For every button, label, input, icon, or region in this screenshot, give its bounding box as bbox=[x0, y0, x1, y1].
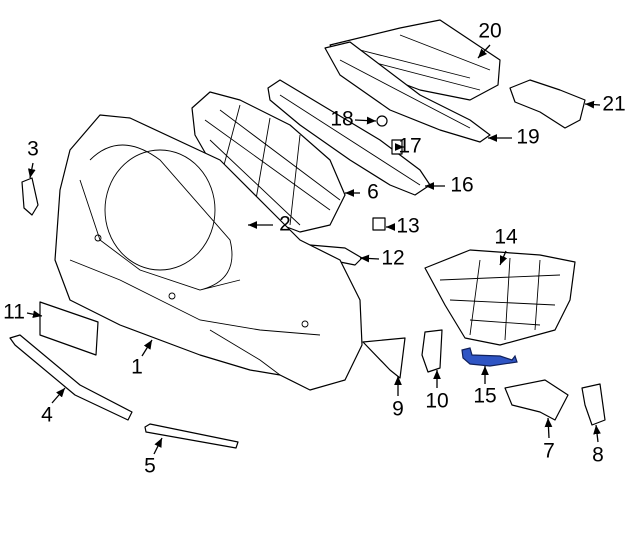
callout-9[interactable]: 9 bbox=[392, 398, 404, 421]
part-21-bracket[interactable] bbox=[509, 79, 586, 129]
callout-2[interactable]: 2 bbox=[279, 213, 291, 236]
callout-14[interactable]: 14 bbox=[494, 226, 518, 249]
callout-3[interactable]: 3 bbox=[27, 138, 39, 161]
callout-8[interactable]: 8 bbox=[592, 444, 604, 467]
part-10-trim[interactable] bbox=[421, 329, 443, 373]
part-15-bracket-highlighted[interactable] bbox=[461, 347, 518, 367]
callout-15[interactable]: 15 bbox=[473, 385, 496, 408]
part-3-bracket[interactable] bbox=[21, 177, 39, 216]
part-4-lower-strip[interactable] bbox=[9, 334, 133, 421]
callout-7[interactable]: 7 bbox=[543, 440, 555, 463]
part-7-trim[interactable] bbox=[504, 379, 569, 421]
callout-1[interactable]: 1 bbox=[131, 356, 143, 379]
callout-10[interactable]: 10 bbox=[425, 390, 448, 413]
callout-13[interactable]: 13 bbox=[396, 215, 419, 238]
callout-21[interactable]: 21 bbox=[602, 93, 625, 116]
part-16-support[interactable] bbox=[267, 79, 431, 196]
callout-18[interactable]: 18 bbox=[330, 108, 353, 131]
part-11-license-plate-bracket[interactable] bbox=[39, 301, 99, 356]
callout-6[interactable]: 6 bbox=[367, 181, 379, 204]
part-18-clip[interactable] bbox=[376, 115, 388, 127]
part-9-trim[interactable] bbox=[362, 337, 406, 379]
callout-16[interactable]: 16 bbox=[450, 174, 473, 197]
part-8-trim[interactable] bbox=[581, 383, 606, 426]
callout-20[interactable]: 20 bbox=[478, 20, 501, 43]
part-5-trim-strip[interactable] bbox=[144, 423, 239, 449]
leader-lines bbox=[26, 44, 601, 455]
part-1-bumper-cover[interactable] bbox=[54, 114, 363, 391]
callout-5[interactable]: 5 bbox=[144, 455, 156, 478]
callout-12[interactable]: 12 bbox=[381, 247, 404, 270]
callout-4[interactable]: 4 bbox=[41, 404, 53, 427]
callout-19[interactable]: 19 bbox=[516, 126, 539, 149]
callout-11[interactable]: 11 bbox=[3, 301, 25, 324]
callout-17[interactable]: 17 bbox=[398, 135, 421, 158]
part-13-clip[interactable] bbox=[372, 217, 386, 231]
